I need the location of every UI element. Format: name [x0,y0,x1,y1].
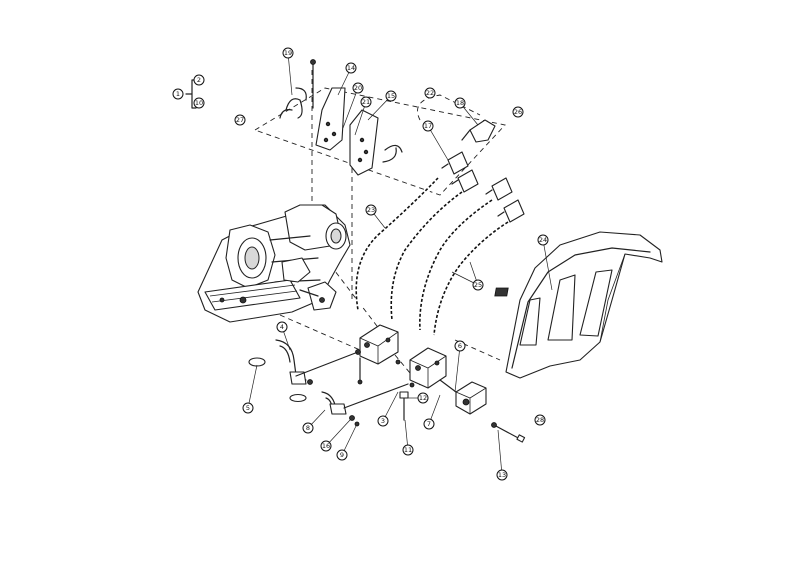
callout-label: 28 [536,416,544,424]
callout-27: 27 [234,114,246,126]
fender-panel [494,231,663,379]
callout-19: 19 [282,47,294,59]
callout-26: 26 [512,106,524,118]
callout-5: 5 [242,402,254,414]
callout-label: 16 [322,442,330,450]
transmission-housing [197,204,351,323]
group-bracket [185,79,197,109]
callout-28: 28 [534,414,546,426]
callout-20: 20 [352,82,364,94]
callout-17: 17 [422,120,434,132]
flexible-hoses [355,151,525,336]
callout-label: 11 [404,446,412,454]
callout-label: 20 [354,84,362,92]
callout-7: 7 [423,418,435,430]
callout-18: 18 [454,97,466,109]
callout-25: 25 [472,279,484,291]
callout-11: 11 [402,444,414,456]
callout-label: 12 [419,394,427,402]
callout-6: 6 [454,340,466,352]
callout-label: 9 [340,451,344,459]
callout-24: 24 [537,234,549,246]
callout-label: 17 [424,122,432,130]
callout-label: 2 [197,76,201,84]
callout-label: 18 [456,99,464,107]
callout-label: 21 [362,98,370,106]
callout-label: 7 [427,420,431,428]
callout-label: 14 [347,64,355,72]
callout-label: 1 [176,90,180,98]
callout-label: 25 [474,281,482,289]
callout-1: 1 [172,88,184,100]
callout-3: 3 [377,415,389,427]
callout-16: 16 [320,440,332,452]
callout-label: 22 [426,89,434,97]
callout-14: 14 [345,62,357,74]
side-bracket [439,379,526,443]
callout-10: 10 [193,97,205,109]
callout-label: 4 [280,323,284,331]
callout-15: 15 [385,90,397,102]
callout-label: 6 [458,342,462,350]
callout-21: 21 [360,96,372,108]
callout-label: 19 [284,49,292,57]
callout-9: 9 [336,449,348,461]
callout-8: 8 [302,422,314,434]
callout-22: 22 [424,87,436,99]
callout-2: 2 [193,74,205,86]
callout-label: 23 [367,206,375,214]
control-valves [355,324,447,421]
callout-4: 4 [276,321,288,333]
callout-label: 8 [306,424,310,432]
callout-label: 27 [236,116,244,124]
callout-13: 13 [496,469,508,481]
callout-label: 13 [498,471,506,479]
callout-23: 23 [365,204,377,216]
callout-label: 24 [539,236,547,244]
callout-12: 12 [417,392,429,404]
callout-label: 3 [381,417,385,425]
callout-label: 15 [387,92,395,100]
control-levers [248,339,409,427]
callout-label: 26 [514,108,522,116]
callout-label: 5 [246,404,250,412]
callout-label: 10 [195,99,203,107]
top-bracket-assembly [279,59,496,176]
